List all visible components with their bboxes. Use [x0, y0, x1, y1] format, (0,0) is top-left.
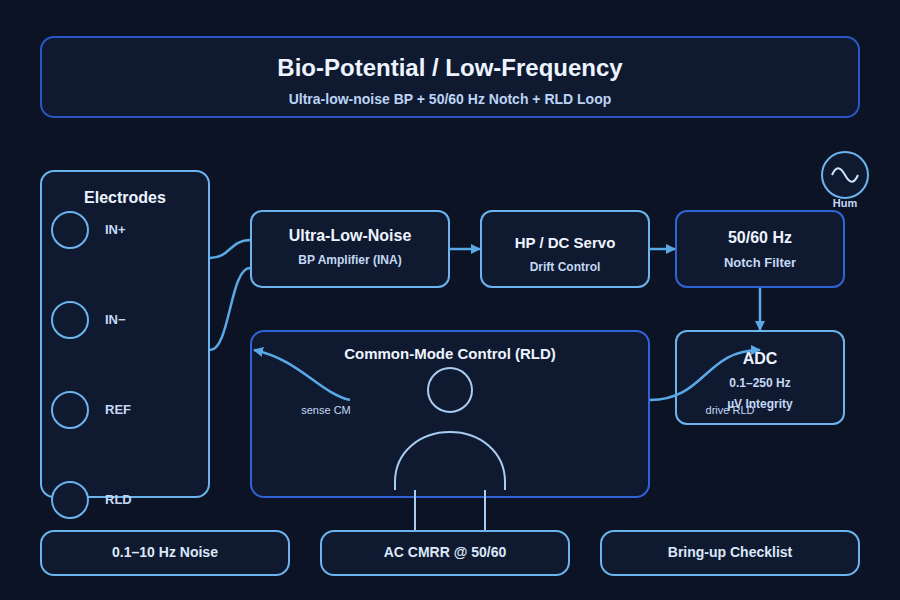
node-heading: Bring-up Checklist	[602, 544, 858, 561]
node-outline	[52, 302, 210, 338]
node-heading: Electrodes	[42, 188, 208, 207]
electrode-pad: REF	[52, 392, 210, 428]
circle-outline	[52, 212, 88, 248]
node-heading: REF	[105, 402, 131, 418]
topic-tab: AC CMRR @ 50/60	[320, 530, 570, 576]
sense-arrow	[254, 350, 350, 400]
node-outline	[52, 212, 210, 248]
circle-outline	[52, 392, 88, 428]
electrode-pad: RLD	[52, 482, 210, 518]
circle-outline	[52, 302, 88, 338]
node-heading: Common-Mode Control (RLD)	[252, 345, 648, 363]
signal-label: sense CM	[296, 403, 356, 417]
node-heading: 50/60 Hz	[677, 228, 843, 247]
hum-icon: Hum	[821, 151, 869, 213]
person-head	[428, 368, 472, 412]
process-box: 50/60 Hz Notch Filter	[675, 210, 845, 288]
node-heading: HP / DC Servo	[482, 234, 648, 252]
node-detail: Drift Control	[482, 260, 648, 274]
circle-outline	[52, 482, 88, 518]
electrode-panel: ElectrodesIN+IN−REFRLD	[40, 170, 210, 498]
signal-connector	[650, 248, 675, 251]
electrode-pad: IN+	[52, 212, 210, 248]
topic-tab: 0.1–10 Hz Noise	[40, 530, 290, 576]
node-heading: Hum	[821, 197, 869, 210]
signal-connector	[210, 268, 250, 350]
connector-label: drive RLD	[700, 403, 760, 417]
node-heading: RLD	[105, 492, 132, 508]
node-heading: 0.1–10 Hz Noise	[42, 544, 288, 561]
node-heading: ADC	[677, 349, 843, 368]
process-box: HP / DC ServoDrift Control	[480, 210, 650, 288]
title-band: Bio-Potential / Low-FrequencyUltra-low-n…	[40, 36, 860, 118]
signal-connector	[650, 350, 760, 400]
node-detail: Ultra-low-noise BP + 50/60 Hz Notch + RL…	[42, 91, 858, 108]
topic-tab: Bring-up Checklist	[600, 530, 860, 576]
signal-connector	[450, 248, 480, 251]
signal-connector	[210, 240, 250, 258]
electrode-pad: IN−	[52, 302, 210, 338]
node-detail: BP Amplifier (INA)	[252, 253, 448, 267]
person-body	[395, 432, 505, 490]
node-heading: IN−	[105, 312, 126, 328]
node-detail: 0.1–250 Hz	[677, 376, 843, 390]
node-detail: Notch Filter	[677, 255, 843, 271]
adc-box: ADC 0.1–250 Hz µV Integrity	[675, 330, 845, 425]
node-heading: Ultra-Low-Noise	[252, 226, 448, 245]
node-heading: AC CMRR @ 50/60	[322, 544, 568, 561]
sine-symbol	[832, 168, 858, 182]
node-detail: µV Integrity	[677, 397, 843, 411]
node-heading: Bio-Potential / Low-Frequency	[42, 54, 858, 83]
circle-outline	[822, 152, 868, 198]
person-leg	[414, 490, 416, 530]
node-outline	[52, 392, 210, 428]
process-box: Ultra-Low-Noise BP Amplifier (INA)	[250, 210, 450, 288]
person-leg	[484, 490, 486, 530]
signal-connector	[759, 288, 762, 330]
node-heading: IN+	[105, 222, 126, 238]
